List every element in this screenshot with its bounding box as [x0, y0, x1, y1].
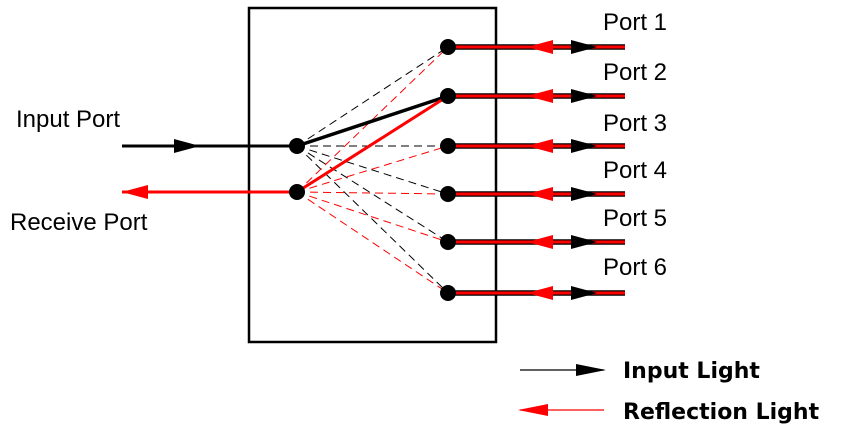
active-reflection-path: [296, 94, 449, 194]
dashed-input-path-1: [296, 46, 449, 147]
dashed-input-path-4: [296, 145, 449, 195]
port-3-reflection-arrowhead: [527, 139, 553, 153]
port-2-node: [440, 88, 456, 104]
port-4-reflection-arrowhead: [527, 187, 553, 201]
port-3-node: [440, 138, 456, 154]
legend: Input Light Reflection Light: [518, 359, 820, 425]
port-2-label: Port 2: [603, 59, 667, 86]
dashed-reflection-path-4: [296, 191, 449, 195]
legend-input-label: Input Light: [623, 359, 760, 384]
input-node: [289, 138, 305, 154]
port-4-node: [440, 186, 456, 202]
port-2-connection: [440, 88, 625, 104]
legend-reflection-label: Reflection Light: [623, 400, 820, 425]
legend-input-arrowhead: [576, 364, 606, 376]
port-6-input-arrowhead: [571, 286, 597, 300]
port-5-reflection-arrowhead: [527, 235, 553, 249]
inactive-paths: [296, 46, 449, 294]
port-1-label: Port 1: [603, 9, 667, 36]
port-5-label: Port 5: [603, 205, 667, 232]
receive-node: [289, 184, 305, 200]
port-6-reflection-arrowhead: [527, 286, 553, 300]
port-3-input-arrowhead: [571, 139, 597, 153]
input-port-label: Input Port: [16, 106, 120, 133]
port-4-label: Port 4: [603, 157, 667, 184]
port-2-input-arrowhead: [571, 89, 597, 103]
port-6-connection: [440, 285, 625, 301]
receive-arrowhead: [122, 185, 148, 199]
port-3-label: Port 3: [603, 110, 667, 137]
receive-port-label: Receive Port: [10, 209, 148, 236]
port-5-input-arrowhead: [571, 235, 597, 249]
dashed-input-path-6: [296, 145, 449, 294]
port-1-node: [440, 39, 456, 55]
port-1-reflection-arrowhead: [527, 40, 553, 54]
dashed-reflection-path-6: [296, 191, 449, 294]
port-2-reflection-arrowhead: [527, 89, 553, 103]
input-arrowhead: [174, 139, 200, 153]
switch-box: [247, 6, 498, 344]
dashed-reflection-path-5: [296, 191, 449, 243]
port-1-connection: [440, 39, 625, 55]
port-5-node: [440, 234, 456, 250]
port-6-label: Port 6: [603, 254, 667, 281]
active-input-path: [296, 94, 449, 148]
port-1-input-arrowhead: [571, 40, 597, 54]
dashed-reflection-path-3: [296, 145, 449, 193]
port-4-input-arrowhead: [571, 187, 597, 201]
legend-reflection-arrowhead: [518, 404, 548, 416]
port-3-connection: [440, 138, 625, 154]
dashed-input-path-5: [296, 145, 449, 243]
port-5-connection: [440, 234, 625, 250]
port-4-connection: [440, 186, 625, 202]
port-6-node: [440, 285, 456, 301]
